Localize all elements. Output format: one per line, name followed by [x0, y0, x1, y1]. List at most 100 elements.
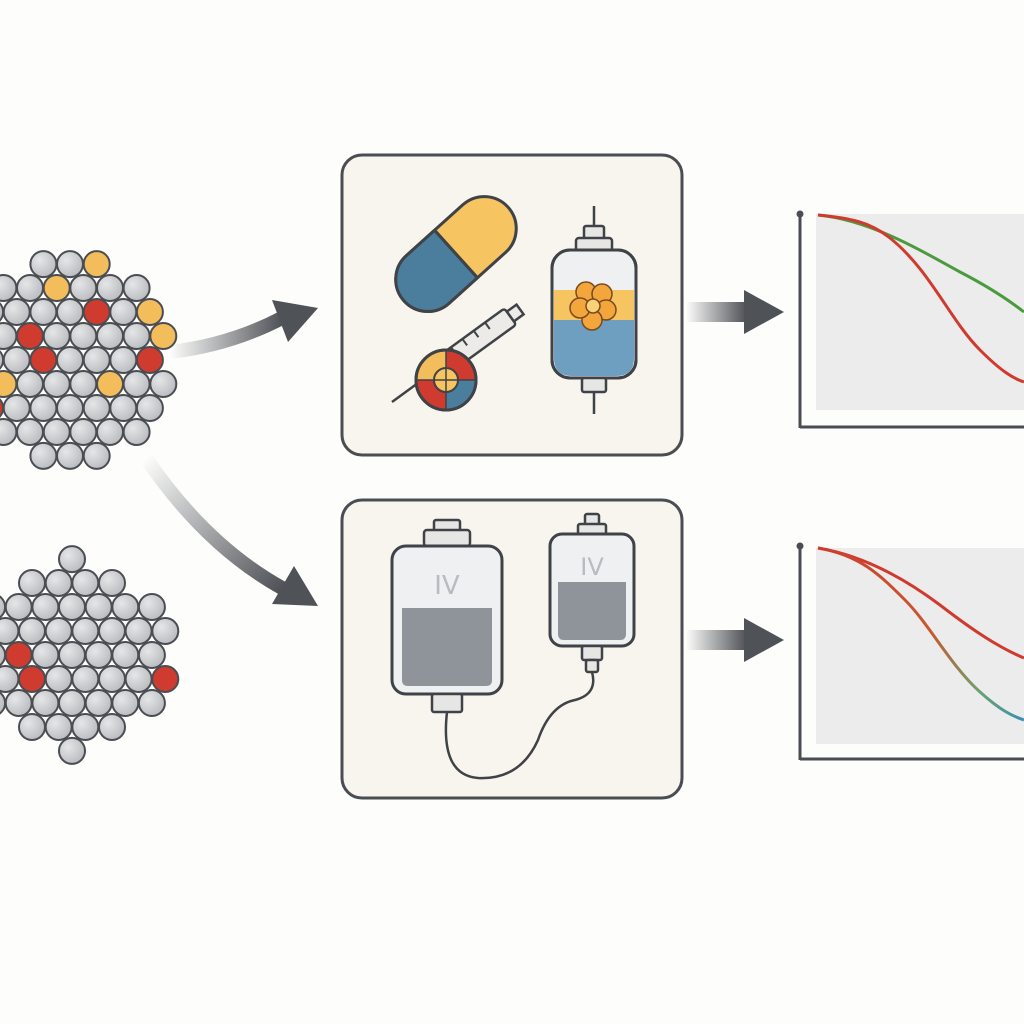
cell — [135, 298, 164, 326]
cell — [0, 350, 5, 370]
gray-cell-cluster-icon — [0, 545, 180, 765]
cell — [56, 250, 84, 279]
cell — [82, 394, 111, 422]
cell — [58, 736, 86, 765]
cell — [109, 298, 138, 326]
small-iv-bag-icon: IV — [548, 512, 636, 674]
decay-curve-chart-icon — [796, 210, 1024, 429]
cell — [58, 689, 86, 717]
cell — [16, 370, 44, 398]
cell — [0, 595, 7, 619]
cell — [82, 250, 111, 279]
cell — [109, 394, 138, 422]
cell — [56, 441, 84, 470]
cell — [137, 689, 166, 717]
arrow-to-top-panel — [169, 300, 318, 359]
cell — [42, 370, 71, 398]
cell — [44, 617, 73, 645]
arrow-to-bottom-panel — [140, 454, 318, 606]
cell — [122, 370, 151, 398]
cell — [2, 298, 31, 326]
cell — [111, 593, 140, 621]
cell — [0, 274, 18, 302]
cell — [98, 713, 126, 741]
cell — [56, 394, 84, 422]
cell — [2, 346, 31, 374]
cell — [18, 665, 46, 693]
iv-label: IV — [580, 553, 604, 581]
cell — [111, 641, 140, 669]
cell — [31, 641, 60, 669]
cell — [124, 665, 153, 693]
cell — [69, 418, 98, 446]
mixed-cell-cluster-icon — [0, 250, 178, 470]
cell — [69, 274, 98, 302]
cell — [29, 298, 58, 326]
cell — [29, 394, 58, 422]
green-curve — [817, 213, 1024, 314]
cell — [135, 346, 164, 374]
red-curve — [817, 213, 1024, 384]
cell — [98, 665, 126, 693]
cell — [16, 322, 44, 350]
cell — [84, 689, 113, 717]
iv-bag-with-flower-icon — [550, 206, 638, 414]
cell — [42, 322, 71, 350]
cell — [29, 441, 58, 470]
cell — [44, 713, 73, 741]
cell — [122, 418, 151, 446]
cell — [98, 617, 126, 645]
cell — [29, 250, 58, 279]
cell — [31, 593, 60, 621]
cell — [111, 689, 140, 717]
cell — [18, 569, 46, 597]
cell — [0, 418, 18, 446]
cell — [122, 322, 151, 350]
cell — [71, 569, 100, 597]
iv-label: IV — [434, 571, 460, 601]
cell — [135, 394, 164, 422]
cell — [84, 593, 113, 621]
cell — [82, 441, 111, 470]
capsule-icon — [394, 195, 518, 313]
blue-curve — [817, 546, 1024, 722]
cell — [98, 569, 126, 597]
cell — [96, 370, 124, 398]
cell — [149, 370, 178, 398]
cell — [0, 322, 18, 350]
cell — [16, 418, 44, 446]
cell — [69, 322, 98, 350]
flower-icon — [569, 281, 617, 331]
cell — [69, 370, 98, 398]
cell — [96, 418, 124, 446]
cell — [137, 641, 166, 669]
cell — [0, 398, 5, 418]
cell — [0, 370, 18, 398]
cell — [18, 617, 46, 645]
oral-injection-panel — [340, 153, 684, 457]
cell — [4, 641, 33, 669]
cell — [109, 346, 138, 374]
cell — [44, 569, 73, 597]
cell — [151, 617, 180, 645]
cell — [58, 545, 86, 574]
cell — [149, 322, 178, 350]
decay-curve-chart-icon — [796, 542, 1024, 761]
cell — [29, 346, 58, 374]
cell — [82, 346, 111, 374]
cell — [0, 302, 5, 322]
cell — [2, 394, 31, 422]
cell — [84, 641, 113, 669]
cell — [71, 713, 100, 741]
cell — [0, 665, 20, 693]
cell — [44, 665, 73, 693]
cell — [31, 689, 60, 717]
cell — [18, 713, 46, 741]
cell — [58, 593, 86, 621]
cell — [151, 665, 180, 693]
cell — [71, 665, 100, 693]
syringe-icon — [391, 302, 526, 412]
cell — [124, 617, 153, 645]
cell — [96, 322, 124, 350]
